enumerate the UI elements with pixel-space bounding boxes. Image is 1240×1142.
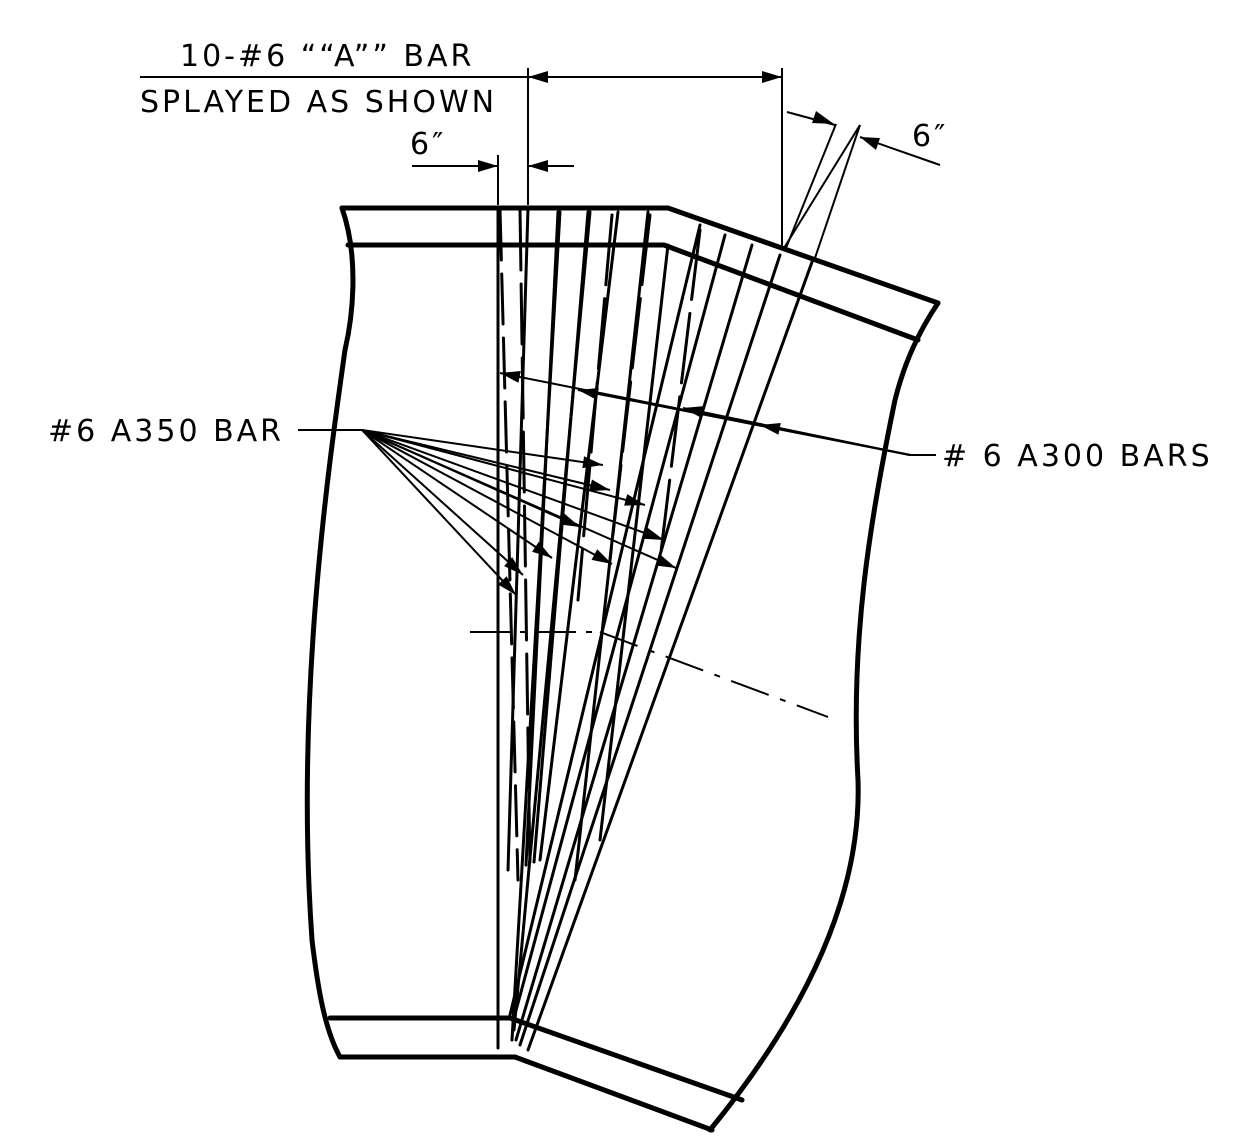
top-dimension bbox=[140, 68, 783, 248]
a350-leader-9 bbox=[361, 429, 524, 576]
a350-leader-5 bbox=[361, 429, 665, 541]
centerline bbox=[470, 631, 829, 718]
a350-dashed-1 bbox=[498, 208, 520, 882]
a350-leader-2-head bbox=[589, 479, 610, 492]
dim-6-left-label: 6″ bbox=[410, 127, 446, 162]
splayed-bar-9 bbox=[514, 243, 754, 1042]
a350-bar-label: #6 A350 BAR bbox=[48, 414, 284, 449]
left-6-inch-dimension bbox=[412, 155, 574, 205]
a350-leader-9-head bbox=[504, 557, 523, 575]
dim-6-right-label: 6″ bbox=[912, 119, 948, 154]
a300-leader-2-head bbox=[578, 387, 599, 400]
a300-leader-1-head bbox=[500, 371, 521, 383]
a350-leader-7 bbox=[361, 429, 613, 565]
right-6-inch-dimension bbox=[783, 111, 941, 259]
splayed-bar-4 bbox=[538, 210, 620, 862]
a350-dashed-5 bbox=[658, 228, 702, 562]
a-bar-label-line1: 10-#6 ““A”” BAR bbox=[180, 39, 474, 74]
splayed-bar-6 bbox=[598, 243, 670, 842]
a350-dashed-4 bbox=[608, 213, 652, 562]
a300-bars-label: # 6 A300 BARS bbox=[942, 439, 1213, 474]
a300-leader-4 bbox=[759, 424, 911, 456]
splayed-bar-7 bbox=[508, 223, 702, 1017]
a350-leader-5-head bbox=[643, 527, 664, 540]
a300-leader-3-head bbox=[683, 406, 704, 418]
a350-leader-6 bbox=[361, 429, 553, 559]
a300-leaders bbox=[499, 371, 936, 456]
splayed-a-bars bbox=[506, 206, 814, 1052]
a-bar-label-line2: SPLAYED AS SHOWN bbox=[140, 85, 497, 120]
a350-leader-6-head bbox=[532, 541, 552, 558]
a350-leader-4-head bbox=[624, 494, 645, 506]
a350-leader-8 bbox=[361, 429, 677, 569]
a300-leader-4-head bbox=[760, 423, 781, 435]
a350-leader-4 bbox=[361, 429, 646, 506]
a350-leader-1 bbox=[361, 429, 604, 466]
a350-leader-1-head bbox=[582, 456, 603, 469]
a350-dashed-3 bbox=[576, 213, 614, 602]
splayed-bar-8 bbox=[512, 233, 727, 1020]
member-outline bbox=[304, 205, 941, 1133]
splayed-bar-long-2 bbox=[512, 210, 592, 1032]
a350-leader-10-head bbox=[497, 576, 516, 595]
a350-leader-8-head bbox=[655, 554, 676, 568]
a350-bars bbox=[498, 208, 702, 882]
splayed-bar-11 bbox=[526, 260, 814, 1052]
splayed-bar-long-1 bbox=[510, 210, 562, 1042]
splayed-bar-5 bbox=[573, 210, 650, 882]
a350-leaders bbox=[361, 429, 677, 596]
a350-leader-7-head bbox=[591, 549, 612, 564]
splayed-bar-1 bbox=[506, 206, 530, 872]
a350-leader-10 bbox=[361, 429, 517, 596]
